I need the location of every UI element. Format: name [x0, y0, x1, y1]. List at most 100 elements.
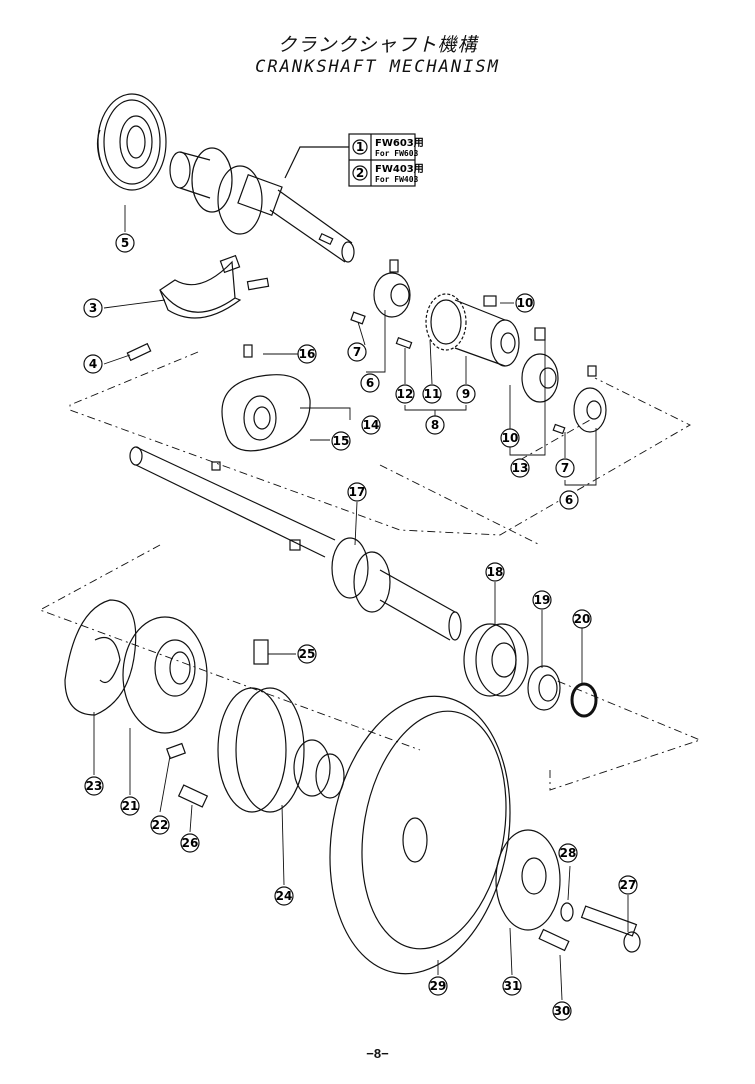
callout-circle — [515, 293, 535, 313]
callout-c22: 22 — [150, 815, 170, 835]
callout-circle — [395, 384, 415, 404]
callout-c19: 19 — [532, 590, 552, 610]
callout-circle — [510, 458, 530, 478]
callout-circle — [456, 384, 476, 404]
callout-circle — [559, 490, 579, 510]
callout-circle — [425, 415, 445, 435]
callout-number: 24 — [276, 889, 293, 903]
callout-c6a: 6 — [360, 373, 380, 393]
callout-c26: 26 — [180, 833, 200, 853]
callout-number: 18 — [487, 565, 504, 579]
legend-num-1: 1 — [356, 140, 364, 154]
callout-c29: 29 — [428, 976, 448, 996]
callout-c15: 15 — [331, 431, 351, 451]
pulley-hub-24 — [217, 687, 345, 813]
page-number: −8− — [366, 1046, 389, 1061]
callout-circle — [347, 342, 367, 362]
callout-number: 4 — [89, 357, 97, 371]
crankshaft — [169, 147, 355, 263]
callout-c25: 25 — [297, 644, 317, 664]
callout-c11: 11 — [422, 384, 442, 404]
callout-c23: 23 — [84, 776, 104, 796]
o-ring-20 — [570, 682, 598, 718]
crank-half-ring — [159, 254, 270, 319]
callout-c5: 5 — [115, 233, 135, 253]
callout-number: 7 — [561, 461, 569, 475]
callout-c21: 21 — [120, 796, 140, 816]
callout-number: 12 — [397, 387, 414, 401]
callout-circle — [84, 776, 104, 796]
callout-number: 3 — [89, 301, 97, 315]
callout-circle — [500, 428, 520, 448]
callout-c16: 16 — [297, 344, 317, 364]
spring-26 — [177, 784, 209, 808]
callout-c18: 18 — [485, 562, 505, 582]
callout-number: 22 — [152, 818, 169, 832]
callout-c6b: 6 — [559, 490, 579, 510]
callout-number: 10 — [517, 296, 534, 310]
callout-c7a: 7 — [347, 342, 367, 362]
callout-number: 8 — [431, 418, 439, 432]
callout-circle — [532, 590, 552, 610]
callout-circle — [502, 976, 522, 996]
callout-c14: 14 — [361, 415, 381, 435]
callout-number: 25 — [299, 647, 316, 661]
callout-number: 21 — [122, 799, 139, 813]
legend-num-2: 2 — [356, 166, 364, 180]
callout-c10b: 10 — [500, 428, 520, 448]
callout-number: 27 — [620, 878, 637, 892]
leader-lines — [93, 205, 629, 1001]
plate-21 — [122, 616, 208, 734]
callout-number: 16 — [299, 347, 316, 361]
large-wheel-29 — [329, 695, 511, 975]
callout-number: 26 — [182, 836, 199, 850]
callout-circle — [558, 843, 578, 863]
set-screw-25 — [253, 639, 269, 665]
title-japanese: クランクシャフト機構 — [277, 34, 478, 56]
callout-number: 23 — [86, 779, 103, 793]
seal-19 — [527, 665, 561, 711]
collar-top — [350, 259, 411, 325]
eccentric-cam — [211, 344, 311, 471]
main-shaft — [129, 446, 462, 641]
screw-4 — [126, 342, 152, 362]
legend-line1-1: FW603用 — [375, 137, 424, 149]
callout-c9: 9 — [456, 384, 476, 404]
callout-number: 5 — [121, 236, 129, 250]
callout-circle — [555, 458, 575, 478]
plate-31 — [495, 829, 561, 931]
callout-c30: 30 — [552, 1001, 572, 1021]
callout-circle — [297, 344, 317, 364]
callout-number: 30 — [554, 1004, 571, 1018]
callout-circle — [297, 644, 317, 664]
callout-circle — [485, 562, 505, 582]
callout-number: 7 — [353, 345, 361, 359]
dashed-boundaries — [38, 351, 702, 791]
gear-hub-assembly — [395, 293, 520, 367]
callout-circle — [428, 976, 448, 996]
bearing-18 — [463, 623, 529, 697]
callout-number: 11 — [424, 387, 441, 401]
callout-circle — [552, 1001, 572, 1021]
callout-number: 10 — [502, 431, 519, 445]
callout-number: 6 — [366, 376, 374, 390]
callout-c27: 27 — [618, 875, 638, 895]
callout-circle — [422, 384, 442, 404]
plate-23 — [64, 599, 137, 716]
callout-number: 6 — [565, 493, 573, 507]
collar-right — [552, 365, 607, 435]
callout-number: 9 — [462, 387, 470, 401]
bearing-top — [96, 93, 167, 191]
legend-line2-2: For FW403 — [375, 175, 419, 184]
callout-c8: 8 — [425, 415, 445, 435]
callout-c24: 24 — [274, 886, 294, 906]
callout-number: 19 — [534, 593, 551, 607]
legend-box — [284, 133, 416, 187]
legend-line1-2: FW403用 — [375, 163, 424, 175]
screw-22 — [166, 742, 186, 760]
callout-number: 17 — [349, 485, 366, 499]
callout-number: 13 — [512, 461, 529, 475]
callout-c3: 3 — [83, 298, 103, 318]
